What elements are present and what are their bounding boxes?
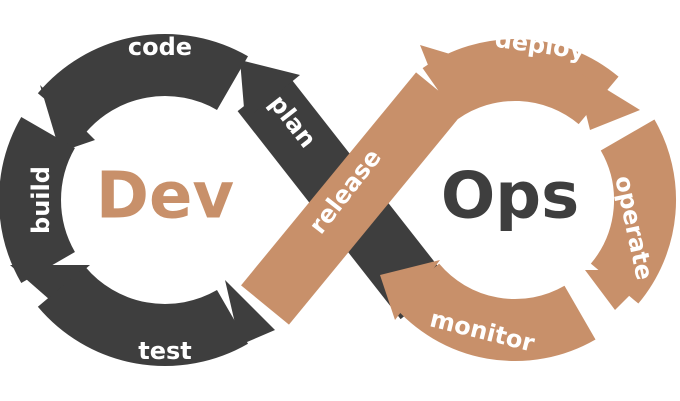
arrowhead-monitor (380, 260, 440, 320)
label-build: build (27, 166, 55, 234)
segment-build (0, 117, 76, 283)
arrowhead-code (40, 85, 95, 152)
segment-monitor (391, 262, 596, 361)
segment-operate (590, 119, 676, 304)
arrowhead-plan (240, 60, 300, 120)
arrowhead-deploy (575, 70, 640, 130)
segment-code (37, 34, 248, 134)
arrowhead-test (225, 280, 275, 345)
arrowhead-release (420, 45, 470, 120)
title-dev: Dev (96, 160, 234, 234)
title-ops: Ops (441, 160, 579, 234)
arrowhead-build (10, 265, 90, 300)
arrowhead-operate (585, 270, 655, 310)
label-code: code (128, 33, 192, 61)
segment-release (241, 72, 464, 325)
segment-test (37, 266, 248, 366)
label-test: test (138, 337, 192, 365)
